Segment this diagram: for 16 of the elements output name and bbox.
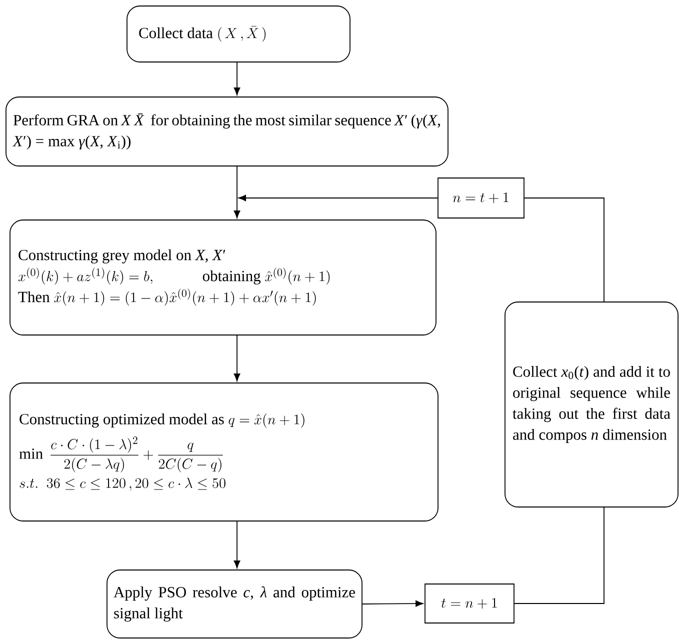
process-box: Perform GRA on X X̄ for obtaining the most similar sequence X′ (γ(X, X′) = max γ(X, X$_{i}$))	[6, 96, 448, 166]
process-box: Apply PSO resolve c, λ and optimize signal light	[106, 570, 362, 638]
process-box: $\text{Collect data }(\,X\,,\bar{X}\,)$	[126, 6, 350, 62]
arrow	[234, 166, 240, 218]
process-box: Collect x$_{0}$(t) and add it to original sequence while taking out the first data and compos n dimension	[504, 302, 678, 508]
arrow	[362, 600, 424, 607]
connector-line	[524, 198, 604, 302]
formula-box: $n=t+1$	[438, 178, 524, 218]
formula-box: $t=n+1$	[424, 584, 514, 624]
process-box: $\text{Constructing optimized model as }q=\hat{x}(n+1)$ $\min\ \frac{c\cdot C\cdot(1-\lambda)^2}{2(C-\lambda q)}+\frac{q}{2C(C-q)}$ $s.t.\ \ 36\le c\le 120\,,20\le c\cdot\lambda\le 50$	[10, 382, 438, 522]
arrow	[234, 62, 240, 96]
connector-line	[514, 507, 604, 604]
process-box: Constructing grey model on X, X′ $x^{(0)}(k)+az^{(1)}(k)=b,\qquad\quad\text{obtaining }\hat{x}^{(0)}(n+1)$ $\text{Then }\hat{x}(n+1)=(1-\alpha)\hat{x}^{(0)}(n+1)+\alpha x'(n+1)$	[10, 220, 436, 336]
arrow	[234, 521, 240, 568]
arrow	[234, 335, 240, 382]
arrow	[238, 194, 438, 202]
